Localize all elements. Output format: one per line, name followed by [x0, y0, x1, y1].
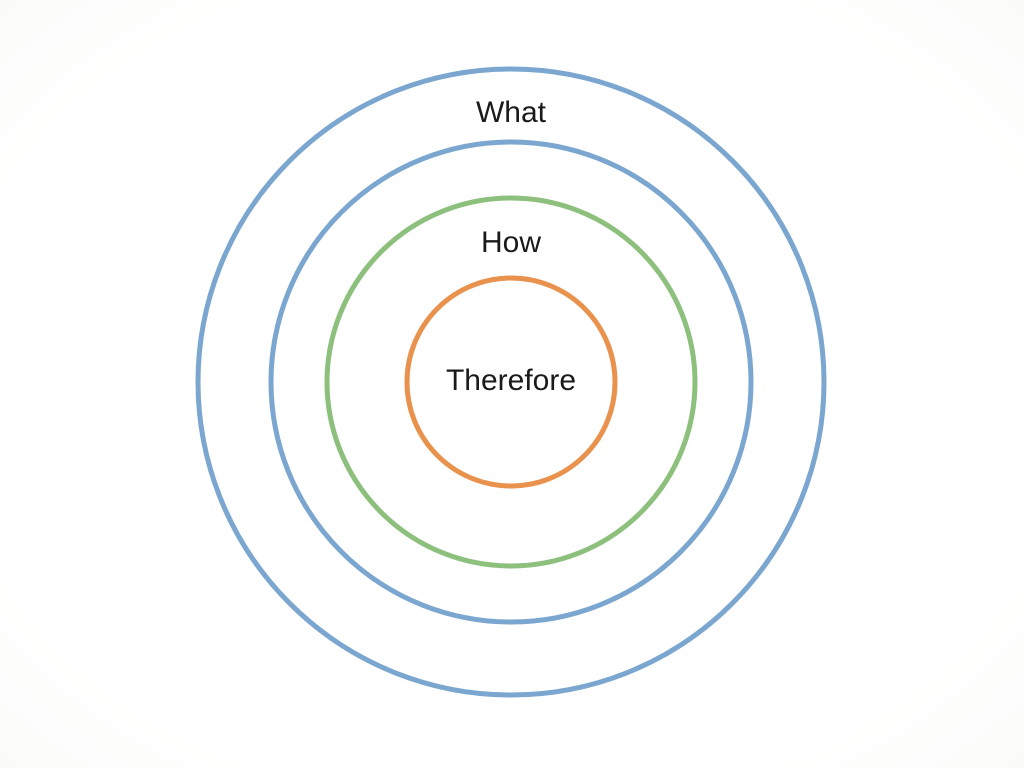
- label-therefore: Therefore: [446, 364, 576, 397]
- ring-third-how: [324, 195, 698, 569]
- ring-outer-what: [195, 66, 827, 698]
- label-what: What: [476, 96, 547, 129]
- ring-second: [268, 139, 754, 625]
- label-how: How: [481, 226, 541, 259]
- ring-inner-therefore: [404, 275, 618, 489]
